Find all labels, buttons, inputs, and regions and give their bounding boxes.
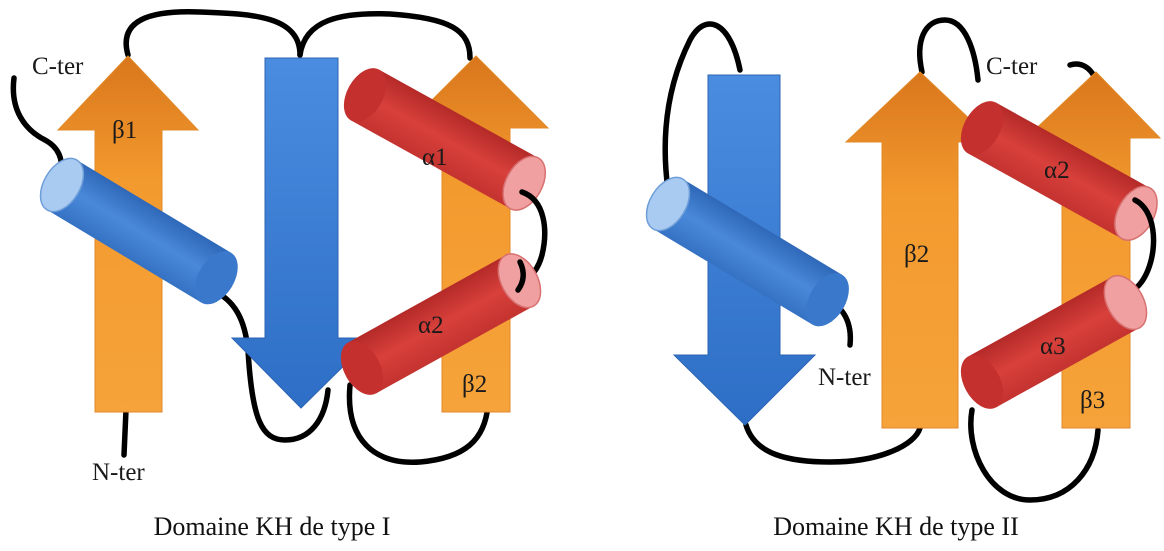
blue-strand-down [230, 57, 374, 409]
loop-n-term [121, 407, 129, 458]
label-n-term-2: N-ter [818, 364, 871, 391]
loop-blue-helix-to-blue-strand [662, 21, 743, 193]
label-c-term-2: C-ter [986, 53, 1038, 80]
alpha1-helix [343, 68, 547, 211]
alpha3-helix [960, 274, 1148, 409]
loop-beta2-top [917, 17, 981, 83]
blue-helix [39, 157, 238, 305]
loop-blue-strand-to-beta2 [743, 422, 923, 465]
caption-type-1: Domaine KH de type I [154, 512, 391, 541]
label-beta1: β1 [112, 117, 137, 144]
beta2-strand-2 [844, 71, 996, 429]
label-beta2-2: β2 [904, 241, 929, 268]
label-beta2: β2 [462, 371, 487, 398]
label-alpha1: α1 [422, 144, 448, 171]
alpha2-helix-2 [960, 101, 1158, 241]
loop-alpha2-end [515, 259, 526, 293]
loop-c-term [10, 75, 65, 175]
label-c-term: C-ter [32, 53, 84, 80]
loop-alpha2-to-beta2 [346, 382, 491, 465]
panel-type-1: β1 β2 α1 α2 C-ter N-ter Domaine KH de ty… [10, 9, 550, 541]
loop-alpha3-to-beta3 [968, 407, 1101, 503]
loop-blue-strand-to-alpha1 [297, 10, 473, 61]
label-alpha3: α3 [1040, 333, 1066, 360]
label-n-term: N-ter [92, 459, 145, 486]
loop-blue-helix-to-strand [209, 287, 331, 443]
label-alpha2: α2 [418, 312, 444, 339]
alpha2-helix [340, 253, 542, 395]
label-alpha2-2: α2 [1044, 157, 1070, 184]
loop-beta1-to-blue-strand [123, 9, 303, 58]
panel-type-2: β2 β3 α2 α3 C-ter N-ter Domaine KH de ty… [645, 17, 1162, 541]
blue-helix-2 [645, 176, 849, 327]
label-beta3: β3 [1080, 387, 1105, 414]
caption-type-2: Domaine KH de type II [773, 512, 1018, 541]
